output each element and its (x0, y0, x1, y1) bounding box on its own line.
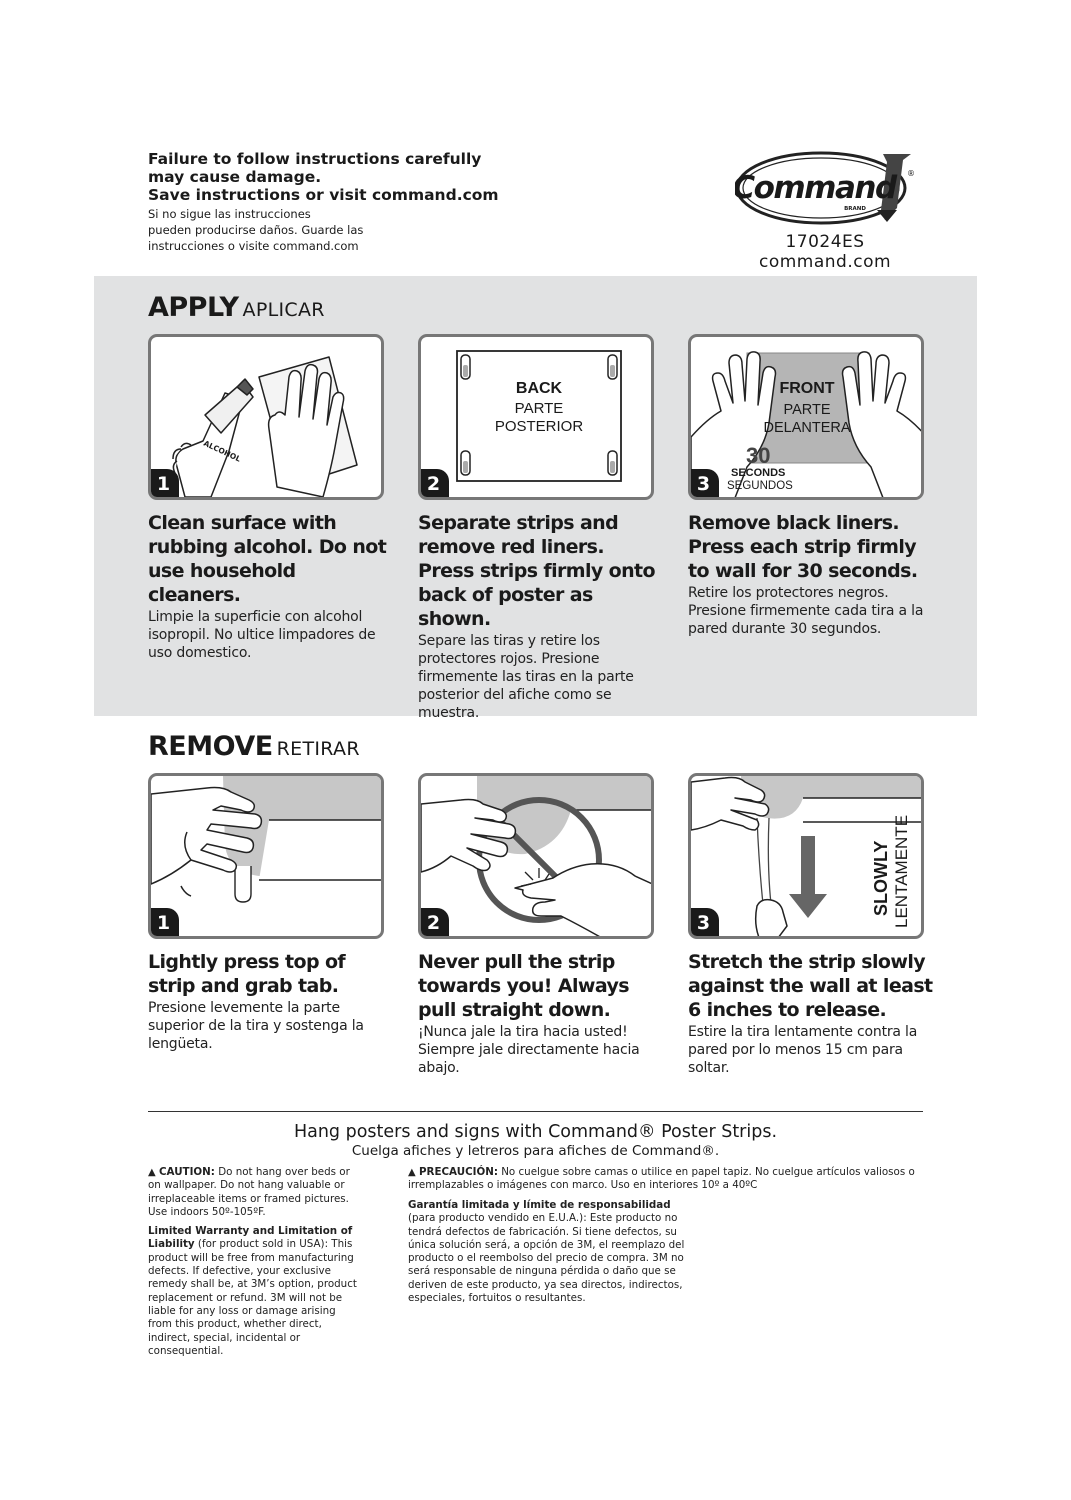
step-instruction-es: Estire la tira lentamente contra la pare… (688, 1024, 918, 1076)
poster-front-label-es: PARTE (783, 402, 830, 418)
apply-title-es: APLICAR (242, 299, 325, 321)
poster-back-label-es: POSTERIOR (495, 418, 584, 435)
footer-divider (148, 1111, 923, 1112)
step-instruction-es: Limpie la superficie con alcohol isoprop… (148, 609, 376, 661)
garantia-block: Garantía limitada y límite de responsabi… (408, 1199, 693, 1305)
precaucion-text: No cuelgue sobre camas o utilice en pape… (408, 1166, 915, 1192)
tagline: Hang posters and signs with Command® Pos… (148, 1121, 923, 1160)
step-number-badge: 3 (691, 469, 719, 497)
product-code: 17024ES (785, 232, 865, 252)
step-instruction: Separate strips and remove red liners. P… (418, 512, 656, 630)
logo-trademark: ® (907, 169, 915, 178)
english-fine-print: ▲ CAUTION: Do not hang over beds or on w… (148, 1166, 360, 1364)
tagline-en: Hang posters and signs with Command® Pos… (293, 1122, 778, 1142)
step-instruction: Remove black liners. Press each strip fi… (688, 512, 918, 582)
command-logo: Command BRAND ® (732, 148, 920, 228)
caution-text: Do not hang over beds or on wallpaper. D… (148, 1166, 350, 1218)
poster-front-label-es: DELANTERA (763, 420, 850, 436)
apply-title: APPLY (148, 292, 239, 323)
step-number-badge: 2 (421, 908, 449, 936)
remove-step-3-text: Stretch the strip slowly against the wal… (688, 950, 933, 1077)
timer-seconds: SECONDS (731, 467, 785, 479)
step-number-badge: 2 (421, 469, 449, 497)
remove-title: REMOVE (148, 731, 273, 762)
warning-line: may cause damage. (148, 168, 322, 186)
remove-step-2-text: Never pull the strip towards you! Always… (418, 950, 663, 1077)
remove-step-2-illustration: 2 (418, 773, 654, 939)
warranty-block: Limited Warranty and Limitation of Liabi… (148, 1225, 360, 1358)
warning-icon: ▲ (148, 1167, 156, 1178)
garantia-label: Garantía limitada y límite de responsabi… (408, 1199, 671, 1211)
step-instruction: Stretch the strip slowly against the wal… (688, 951, 933, 1021)
timer-segundos: SEGUNDOS (727, 480, 793, 492)
apply-step-2-illustration: BACK PARTE POSTERIOR 2 (418, 334, 654, 500)
apply-step-1-text: Clean surface with rubbing alcohol. Do n… (148, 511, 393, 662)
warning-line: Failure to follow instructions carefully (148, 150, 482, 168)
step-number-badge: 1 (151, 469, 179, 497)
tagline-es: Cuelga afiches y letreros para afiches d… (351, 1143, 720, 1159)
warranty-text: (for product sold in USA): This product … (148, 1238, 357, 1357)
apply-step-1-illustration: ALCOHOL 1 (148, 334, 384, 500)
step-instruction: Clean surface with rubbing alcohol. Do n… (148, 512, 387, 606)
warning-line: Save instructions or visit command.com (148, 186, 499, 204)
poster-front-label: FRONT (779, 380, 834, 397)
precaucion-block: ▲ PRECAUCIÓN: No cuelgue sobre camas o u… (408, 1166, 923, 1193)
remove-step-1-text: Lightly press top of strip and grab tab.… (148, 950, 393, 1053)
step-number-badge: 3 (691, 908, 719, 936)
apply-step-3-text: Remove black liners. Press each strip fi… (688, 511, 933, 638)
slowly-label: SLOWLY LENTAMENTE (867, 786, 921, 936)
step-instruction-es: ¡Nunca jale la tira hacia usted! Siempre… (418, 1024, 640, 1076)
caution-label: CAUTION: (158, 1166, 215, 1178)
warning-es-line: Si no sigue las instrucciones (148, 207, 311, 221)
warning-es-line: instrucciones o visite command.com (148, 239, 359, 253)
product-code-block: 17024ES command.com (740, 232, 910, 272)
step-instruction-es: Retire los protectores negros. Presione … (688, 585, 924, 637)
remove-step-3-illustration: SLOWLY LENTAMENTE 3 (688, 773, 924, 939)
garantia-text: (para producto vendido en E.U.A.): Este … (408, 1212, 685, 1305)
warning-line-es: Si no sigue las instrucciones pueden pro… (148, 206, 568, 254)
step-number-badge: 1 (151, 908, 179, 936)
precaucion-label: PRECAUCIÓN: (418, 1166, 498, 1178)
logo-brand: BRAND (844, 206, 866, 212)
spanish-fine-print: ▲ PRECAUCIÓN: No cuelgue sobre camas o u… (408, 1166, 923, 1199)
warning-icon: ▲ (408, 1167, 416, 1178)
garantia-fine-print: Garantía limitada y límite de responsabi… (408, 1199, 693, 1311)
website: command.com (758, 252, 892, 272)
apply-step-2-text: Separate strips and remove red liners. P… (418, 511, 663, 722)
timer-number: 30 (746, 443, 770, 468)
poster-back-label: BACK (516, 380, 563, 397)
lentamente-text: LENTAMENTE (892, 815, 911, 928)
remove-step-1-illustration: 1 (148, 773, 384, 939)
caution-block: ▲ CAUTION: Do not hang over beds or on w… (148, 1166, 360, 1219)
apply-step-3-illustration: FRONT PARTE DELANTERA 30 SECONDS SEGUNDO… (688, 334, 924, 500)
warranty-label: Limited Warranty and Limitation of Liabi… (148, 1225, 353, 1251)
logo-wordmark: Command (735, 170, 898, 206)
slowly-text: SLOWLY (871, 841, 891, 916)
step-instruction: Lightly press top of strip and grab tab. (148, 951, 346, 997)
step-instruction-es: Presione levemente la parte superior de … (148, 1000, 364, 1052)
safety-warning: Failure to follow instructions carefully… (148, 150, 568, 254)
step-instruction: Never pull the strip towards you! Always… (418, 951, 630, 1021)
remove-title-es: RETIRAR (276, 738, 360, 760)
warning-es-line: pueden producirse daños. Guarde las (148, 223, 364, 237)
poster-back-label-es: PARTE (515, 400, 564, 417)
step-instruction-es: Separe las tiras y retire los protectore… (418, 633, 634, 721)
